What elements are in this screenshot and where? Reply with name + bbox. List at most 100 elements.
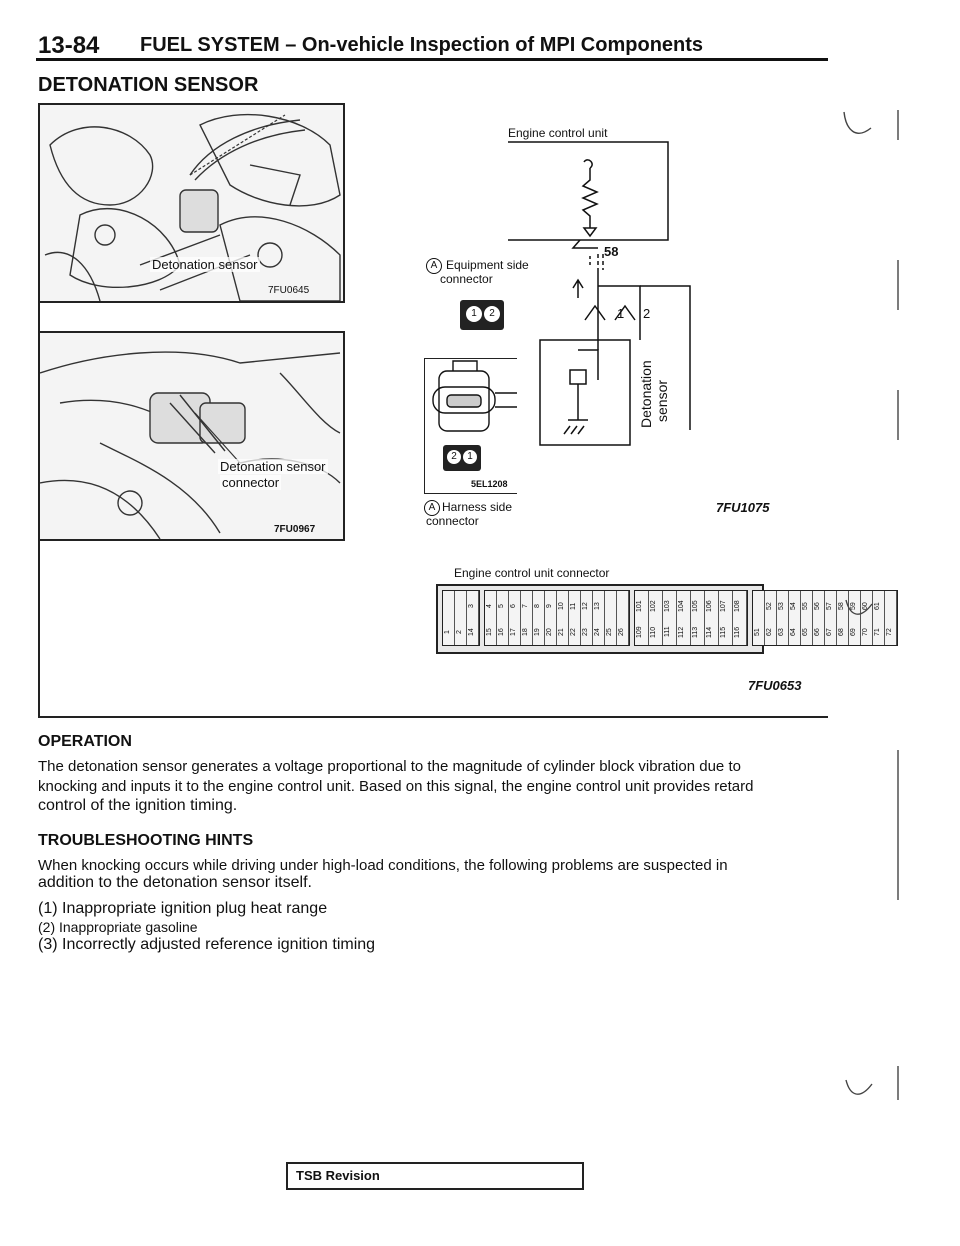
photo2-code: 7FU0967 bbox=[274, 524, 316, 535]
pin-number: 107 bbox=[720, 600, 727, 612]
pin-number: 54 bbox=[790, 602, 797, 610]
pin-number: 16 bbox=[498, 628, 505, 636]
pin-number: 62 bbox=[766, 628, 773, 636]
pin-number: 51 bbox=[754, 628, 761, 636]
eq-pin-2: 2 bbox=[484, 306, 500, 322]
operation-line1: The detonation sensor generates a voltag… bbox=[38, 758, 741, 775]
pin-number: 3 bbox=[468, 604, 475, 608]
pin-column: 52 62 bbox=[765, 591, 777, 645]
pin-number: 103 bbox=[664, 600, 671, 612]
pin-column: 104 112 bbox=[677, 591, 691, 645]
pin-number: 10 bbox=[558, 602, 565, 610]
troubleshooting-line1: When knocking occurs while driving under… bbox=[38, 857, 728, 874]
harness-side-line2: connector bbox=[426, 514, 479, 528]
photo2-label-line2: connector bbox=[220, 475, 282, 490]
harness-side-marker: A bbox=[424, 500, 440, 516]
equipment-side-marker: A bbox=[426, 258, 442, 274]
pin-58-label: 58 bbox=[604, 244, 619, 259]
hint-item-2: (2) Inappropriate gasoline bbox=[38, 919, 198, 935]
pin-column: 101 109 bbox=[635, 591, 649, 645]
figure-bottom-rule bbox=[38, 716, 828, 718]
pin-number: 13 bbox=[594, 602, 601, 610]
harness-connector-icon: 2 1 bbox=[443, 445, 481, 471]
pin-column: 51 bbox=[753, 591, 765, 645]
equipment-connector-icon: 1 2 bbox=[460, 300, 504, 330]
pin-number: 65 bbox=[802, 628, 809, 636]
pin-number: 57 bbox=[826, 602, 833, 610]
harness-connector-drawing bbox=[432, 360, 517, 432]
pin-number: 11 bbox=[570, 602, 577, 610]
ecu-label: Engine control unit bbox=[508, 126, 608, 140]
pin-number: 101 bbox=[636, 600, 643, 612]
pin-number: 63 bbox=[778, 628, 785, 636]
page-number: 13-84 bbox=[38, 32, 100, 59]
hint-item-1: (1) Inappropriate ignition plug heat ran… bbox=[38, 900, 328, 917]
pin-number: 106 bbox=[706, 600, 713, 612]
pin-number: 104 bbox=[678, 600, 685, 612]
pin-number: 20 bbox=[546, 628, 553, 636]
pin-number: 52 bbox=[766, 602, 773, 610]
sensor-location-photo: Detonation sensor 7FU0645 bbox=[38, 103, 345, 303]
pin-number: 9 bbox=[546, 604, 553, 608]
pin-number: 4 bbox=[486, 604, 493, 608]
harness-pin-2: 2 bbox=[447, 450, 461, 464]
pin-column: 72 bbox=[885, 591, 897, 645]
pin-number: 109 bbox=[636, 626, 643, 638]
connector-location-photo: Detonation sensor connector 7FU0967 bbox=[38, 331, 345, 541]
tsb-revision-label: TSB Revision bbox=[296, 1168, 380, 1183]
pin-number: 105 bbox=[692, 600, 699, 612]
operation-line3: control of the ignition timing. bbox=[38, 797, 238, 814]
pin-number: 19 bbox=[534, 628, 541, 636]
operation-line2: knocking and inputs it to the engine con… bbox=[38, 778, 754, 795]
pin-number: 112 bbox=[678, 626, 685, 638]
harness-pin-1: 1 bbox=[463, 450, 477, 464]
eq-pin-1: 1 bbox=[466, 306, 482, 322]
equipment-side-line1: Equipment side bbox=[446, 258, 529, 272]
pin-column: 2 bbox=[455, 591, 467, 645]
connector-drawing-illustration bbox=[40, 351, 341, 539]
pin-number: 8 bbox=[534, 604, 541, 608]
pin-column: 3 14 bbox=[467, 591, 479, 645]
pin-number: 7 bbox=[522, 604, 529, 608]
pin-number: 14 bbox=[468, 628, 475, 636]
diagram-code: 7FU1075 bbox=[716, 500, 770, 515]
wire-pin-1: 1 bbox=[617, 306, 625, 321]
pin-number: 102 bbox=[650, 600, 657, 612]
hint-item-3: (3) Incorrectly adjusted reference ignit… bbox=[38, 936, 376, 953]
pin-column: 13 24 bbox=[593, 591, 605, 645]
wiring-diagram bbox=[508, 141, 691, 446]
pin-number: 17 bbox=[510, 628, 517, 636]
inset-code: 5EL1208 bbox=[471, 479, 508, 489]
pin-column: 8 19 bbox=[533, 591, 545, 645]
pin-number: 110 bbox=[650, 626, 657, 638]
tsb-revision-box: TSB Revision bbox=[286, 1162, 584, 1190]
header-rule bbox=[36, 58, 828, 61]
pin-column: 102 110 bbox=[649, 591, 663, 645]
wire-pin-2: 2 bbox=[643, 306, 651, 321]
pin-column: 26 bbox=[617, 591, 629, 645]
pin-number: 116 bbox=[734, 626, 741, 638]
pin-number: 24 bbox=[594, 628, 601, 636]
pin-number: 22 bbox=[570, 628, 577, 636]
